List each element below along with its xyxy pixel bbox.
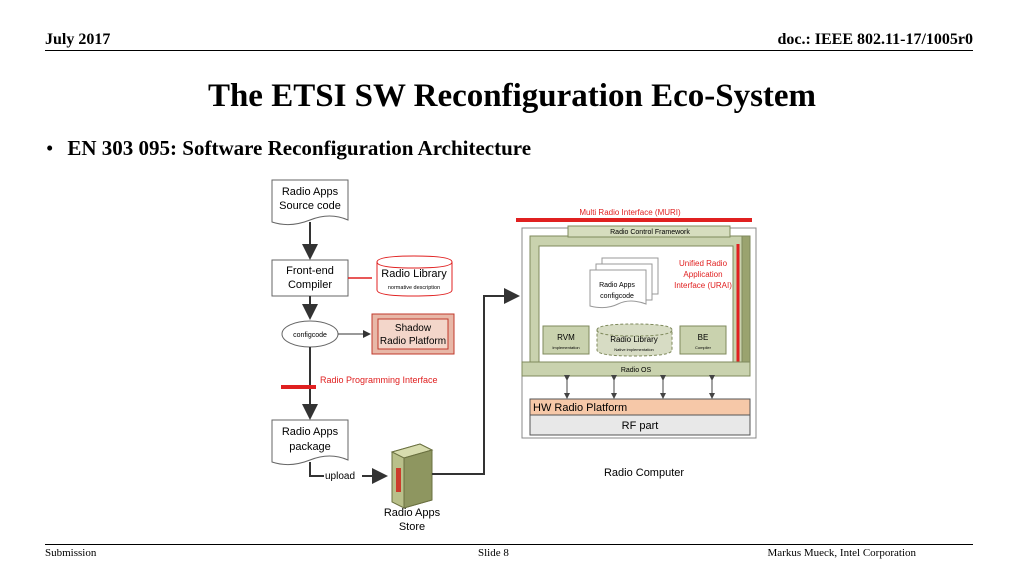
rpi-label: Radio Programming Interface: [320, 375, 438, 385]
rvm-box: RVM Implementation: [542, 325, 590, 355]
store-line1: Radio Apps: [384, 507, 441, 519]
bullet-item: • EN 303 095: Software Reconfiguration Ar…: [46, 136, 531, 161]
package-line1: Radio Apps: [282, 426, 339, 438]
radio-os-bar: [521, 361, 751, 377]
header-date: July 2017: [45, 31, 111, 48]
rf-part-label: RF part: [622, 420, 659, 432]
be-label: BE: [698, 333, 709, 342]
radio-library-left-sublabel: normative description: [388, 285, 440, 291]
footer-left: Submission: [45, 547, 97, 559]
front-end-line1: Front-end: [286, 265, 334, 277]
front-end-line2: Compiler: [288, 279, 332, 291]
arrow-store-to-radio-computer: [432, 288, 520, 475]
os-hw-arrows: [564, 375, 715, 399]
radio-library-cylinder: Radio Library normative description: [376, 255, 453, 297]
configcode-label: configcode: [293, 332, 327, 339]
header-doc-id: doc.: IEEE 802.11-17/1005r0: [777, 31, 973, 48]
source-code-line2: Source code: [279, 200, 341, 212]
upload-bg: [324, 469, 362, 482]
shadow-line1: Shadow: [395, 323, 432, 334]
server-icon: [390, 443, 434, 509]
package-line2: package: [289, 441, 331, 453]
rvm-label: RVM: [557, 333, 575, 342]
footer-slide-number: Slide 8: [478, 547, 509, 559]
be-sublabel: Compiler: [695, 345, 712, 350]
source-code-doc: Radio Apps Source code: [271, 179, 349, 226]
footer-rule: [45, 544, 973, 545]
radio-library-right-cylinder: Radio Library Native implementation: [596, 323, 673, 357]
radio-os-label: Radio OS: [621, 367, 652, 374]
hw-radio-platform-label: HW Radio Platform: [533, 402, 627, 414]
configcode-stack: Radio Apps configcode: [589, 257, 659, 309]
package-doc: Radio Apps package: [271, 419, 349, 466]
rcf-bar: [567, 225, 731, 238]
bullet-text: EN 303 095: Software Reconfiguration Arc…: [67, 136, 532, 160]
rcf-label: Radio Control Framework: [610, 229, 690, 236]
urai-line3: Interface (URAI): [674, 281, 732, 290]
urai-line2: Application: [683, 270, 722, 279]
store-line2: Store: [399, 521, 425, 533]
radio-library-right-sublabel: Native implementation: [614, 347, 654, 352]
shadow-line2: Radio Platform: [380, 336, 446, 347]
radio-library-left-label: Radio Library: [381, 268, 447, 280]
footer-author: Markus Mueck, Intel Corporation: [767, 547, 916, 559]
rf-part-bar: [529, 414, 751, 436]
shadow-radio-platform-box: Shadow Radio Platform: [371, 313, 455, 355]
radio-computer-label: Radio Computer: [604, 467, 684, 479]
configcode-doc-line1: Radio Apps: [599, 282, 635, 289]
be-box: BE Compiler: [679, 325, 727, 355]
source-code-line1: Radio Apps: [282, 186, 339, 198]
front-end-compiler-box: Front-end Compiler: [271, 259, 349, 297]
urai-line1: Unified Radio: [679, 259, 728, 268]
header-rule: [45, 50, 973, 51]
rvm-sublabel: Implementation: [552, 345, 579, 350]
muri-label: Multi Radio Interface (MURI): [579, 208, 681, 217]
configcode-doc-line2: configcode: [600, 293, 634, 300]
radio-library-right-label: Radio Library: [610, 335, 658, 344]
bullet-dot: •: [46, 136, 54, 160]
slide-title: The ETSI SW Reconfiguration Eco-System: [207, 78, 817, 114]
upload-label: upload: [325, 471, 355, 482]
